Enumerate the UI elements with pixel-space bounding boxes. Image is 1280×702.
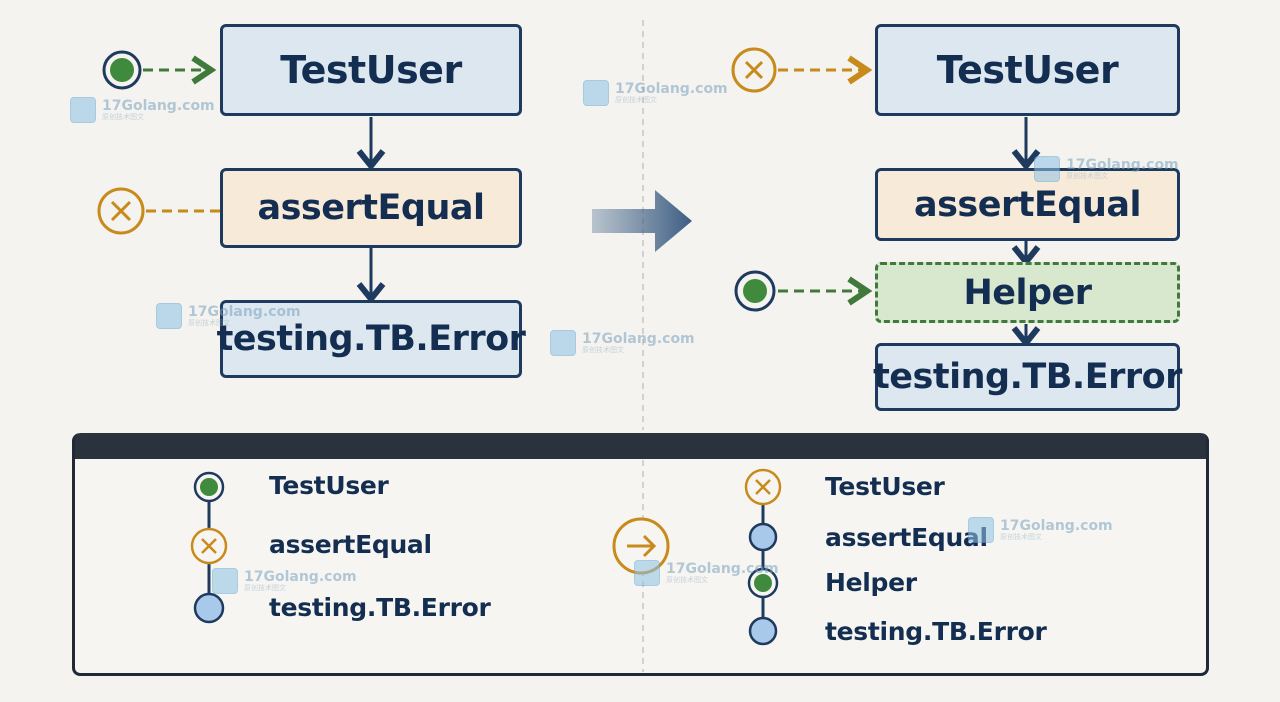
legend-panel — [72, 433, 1209, 676]
blue-dot-icon — [748, 616, 778, 646]
orange-x-icon — [190, 527, 228, 565]
green-dot-icon — [193, 471, 225, 503]
node-label: assertEqual — [257, 188, 485, 228]
green-dot-icon — [734, 270, 776, 312]
legend-left-label-2: assertEqual — [269, 530, 432, 559]
blue-dot-icon — [193, 592, 225, 624]
node-label: Helper — [963, 272, 1092, 313]
legend-left-label-3: testing.TB.Error — [269, 593, 491, 622]
left-node-assertequal: assertEqual — [220, 168, 522, 248]
orange-x-icon — [744, 468, 782, 506]
right-node-helper: Helper — [875, 262, 1180, 323]
arrow-right-icon — [592, 190, 692, 252]
legend-left-label-1: TestUser — [269, 471, 389, 500]
orange-x-icon — [97, 187, 145, 235]
node-label: TestUser — [280, 48, 462, 92]
legend-header-bar — [75, 433, 1206, 459]
node-label: testing.TB.Error — [216, 319, 526, 359]
arrow-right-icon — [612, 517, 670, 575]
node-label: TestUser — [936, 48, 1119, 92]
legend-right-label-2: assertEqual — [825, 523, 988, 552]
left-node-tb-error: testing.TB.Error — [217, 300, 526, 378]
orange-x-icon — [731, 47, 777, 93]
node-label: assertEqual — [913, 184, 1142, 225]
legend-right-label-4: testing.TB.Error — [825, 617, 1047, 646]
right-node-tb-error: testing.TB.Error — [873, 343, 1182, 411]
legend-right-label-3: Helper — [825, 568, 917, 597]
right-node-assertequal: assertEqual — [875, 168, 1180, 241]
left-node-testuser: TestUser — [220, 24, 522, 116]
node-label: testing.TB.Error — [873, 357, 1182, 397]
right-node-testuser: TestUser — [875, 24, 1180, 116]
green-dot-icon — [102, 50, 142, 90]
legend-right-label-1: TestUser — [825, 472, 945, 501]
green-dot-icon — [747, 567, 779, 599]
blue-dot-icon — [748, 522, 778, 552]
